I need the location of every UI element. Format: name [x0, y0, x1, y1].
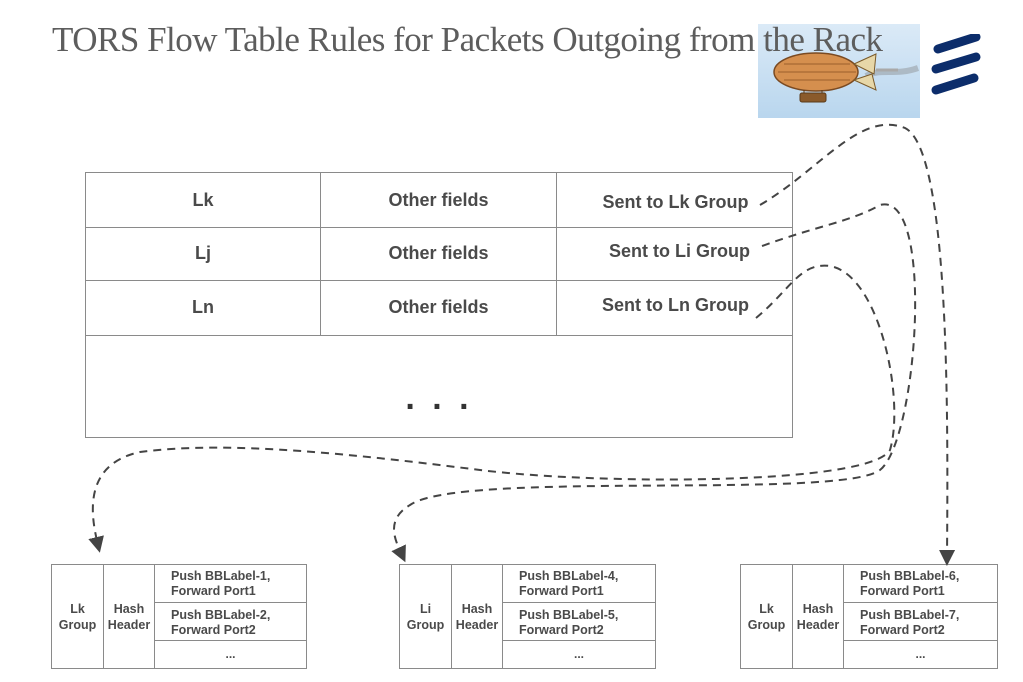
group-table-ln: Lk Group Hash Header Push BBLabel-6, For… [740, 564, 998, 669]
action-label: Sent to Li Group [609, 241, 750, 261]
match-label: Lk [86, 173, 321, 227]
airship-icon [773, 52, 920, 103]
other-fields: Other fields [321, 227, 557, 280]
ericsson-logo-icon [931, 32, 981, 95]
table-ellipsis: . . . [405, 379, 473, 417]
other-fields: Other fields [321, 280, 557, 335]
flow-table: Lk Other fields Sent to Lk Group Lj Othe… [85, 172, 793, 438]
group-hash: Hash Header [104, 565, 155, 668]
ericsson-logo [928, 32, 984, 98]
group-table-li: Li Group Hash Header Push BBLabel-4, For… [399, 564, 656, 669]
action-label: Sent to Ln Group [602, 295, 749, 315]
group-action: Push BBLabel-1, Forward Port1 [155, 565, 306, 603]
group-action: Push BBLabel-6, Forward Port1 [844, 565, 997, 603]
airship-image [758, 24, 920, 118]
match-label: Lj [86, 227, 321, 280]
group-action-ellipsis: ... [573, 647, 584, 661]
group-name: Li Group [400, 565, 452, 668]
slide-title: TORS Flow Table Rules for Packets Outgoi… [52, 20, 883, 59]
group-action-ellipsis: ... [915, 647, 926, 661]
flow-table-row: Ln Other fields Sent to Ln Group [86, 280, 792, 336]
flow-table-row: Lj Other fields Sent to Li Group [86, 227, 792, 281]
action-label: Sent to Lk Group [602, 191, 749, 212]
group-actions: Push BBLabel-4, Forward Port1 Push BBLab… [503, 565, 655, 668]
group-action: Push BBLabel-5, Forward Port2 [503, 603, 655, 641]
group-table-lk: Lk Group Hash Header Push BBLabel-1, For… [51, 564, 307, 669]
group-action: Push BBLabel-7, Forward Port2 [844, 603, 997, 641]
other-fields: Other fields [321, 173, 557, 227]
group-name: Lk Group [741, 565, 793, 668]
group-hash: Hash Header [452, 565, 503, 668]
group-action: Push BBLabel-4, Forward Port1 [503, 565, 655, 603]
group-action: Push BBLabel-2, Forward Port2 [155, 603, 306, 641]
group-actions: Push BBLabel-6, Forward Port1 Push BBLab… [844, 565, 997, 668]
group-name: Lk Group [52, 565, 104, 668]
flow-table-row: Lk Other fields Sent to Lk Group [86, 173, 792, 228]
group-action-ellipsis: ... [225, 647, 236, 661]
match-label: Ln [86, 280, 321, 335]
group-hash: Hash Header [793, 565, 844, 668]
group-actions: Push BBLabel-1, Forward Port1 Push BBLab… [155, 565, 306, 668]
